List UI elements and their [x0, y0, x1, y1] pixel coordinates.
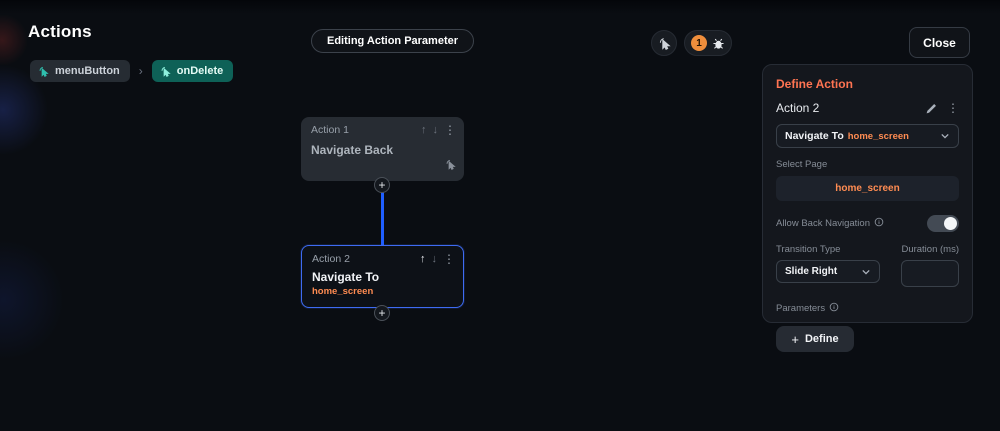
define-action-panel: Define Action Action 2 ⋮ Navigate To hom… — [762, 64, 973, 352]
duration-input[interactable] — [901, 260, 959, 287]
action-card-2-selected[interactable]: Action 2 ↑ ↓ ⋮ Navigate To home_screen — [301, 245, 464, 308]
close-button[interactable]: Close — [909, 27, 970, 58]
kebab-menu-icon[interactable]: ⋮ — [947, 101, 959, 115]
plus-icon: + — [791, 331, 799, 347]
notification-badge: 1 — [691, 35, 707, 51]
breadcrumb: menuButton › onDelete — [30, 60, 234, 82]
panel-title: Define Action — [776, 77, 853, 91]
action-type-text: Navigate To — [785, 130, 844, 142]
transition-type-value: Slide Right — [785, 266, 838, 277]
panel-action-name: Action 2 — [776, 101, 820, 115]
move-down-icon[interactable]: ↓ — [432, 124, 439, 136]
selected-page-field[interactable]: home_screen — [776, 176, 959, 201]
action-card-label: Action 1 — [311, 124, 349, 136]
define-button-label: Define — [804, 333, 839, 345]
action-card-label: Action 2 — [312, 253, 350, 265]
add-action-button[interactable]: + — [374, 177, 390, 193]
add-action-button[interactable]: + — [374, 305, 390, 321]
action-card-title: Navigate To — [312, 270, 380, 284]
info-icon — [874, 214, 884, 232]
transition-type-dropdown[interactable]: Slide Right — [776, 260, 880, 283]
action-type-dropdown[interactable]: Navigate To home_screen — [776, 124, 959, 148]
action-card-value: home_screen — [312, 286, 374, 297]
chevron-down-icon — [861, 268, 871, 276]
gesture-tool-button[interactable] — [651, 30, 677, 56]
kebab-menu-icon[interactable]: ⋮ — [443, 252, 455, 266]
breadcrumb-chip-label: onDelete — [176, 65, 224, 77]
breadcrumb-chip-ondelete[interactable]: onDelete — [151, 60, 234, 82]
page-title: Actions — [28, 22, 92, 41]
action-connector-line — [381, 190, 384, 248]
tap-gesture-icon — [38, 66, 49, 77]
edit-pencil-icon[interactable] — [925, 102, 938, 115]
breadcrumb-chip-menubutton[interactable]: menuButton — [30, 60, 130, 82]
toggle-knob — [944, 216, 957, 230]
allow-back-navigation-toggle[interactable] — [927, 214, 959, 232]
move-up-icon[interactable]: ↑ — [420, 253, 426, 265]
info-icon — [829, 299, 839, 317]
tap-gesture-icon — [160, 66, 171, 77]
action-card-title: Navigate Back — [311, 143, 394, 157]
editing-action-parameter-button[interactable]: Editing Action Parameter — [311, 29, 475, 53]
move-up-icon[interactable]: ↑ — [421, 124, 427, 136]
duration-label: Duration (ms) — [901, 244, 959, 255]
select-page-label: Select Page — [776, 159, 828, 170]
define-parameters-button[interactable]: + Define — [776, 326, 854, 352]
tap-gesture-icon — [445, 157, 456, 175]
kebab-menu-icon[interactable]: ⋮ — [444, 123, 456, 137]
parameters-label: Parameters — [776, 302, 826, 314]
action-card-1[interactable]: Action 1 ↑ ↓ ⋮ Navigate Back — [301, 117, 464, 181]
tap-gesture-icon — [659, 37, 671, 50]
bug-icon — [712, 37, 725, 50]
chevron-down-icon — [940, 132, 950, 140]
breadcrumb-chip-label: menuButton — [55, 65, 120, 77]
breadcrumb-separator: › — [138, 64, 143, 78]
debug-status-pill[interactable]: 1 — [684, 30, 732, 56]
allow-back-navigation-label: Allow Back Navigation — [776, 217, 870, 229]
transition-type-label: Transition Type — [776, 244, 841, 255]
move-down-icon[interactable]: ↓ — [431, 253, 438, 265]
action-type-value: home_screen — [847, 130, 909, 142]
